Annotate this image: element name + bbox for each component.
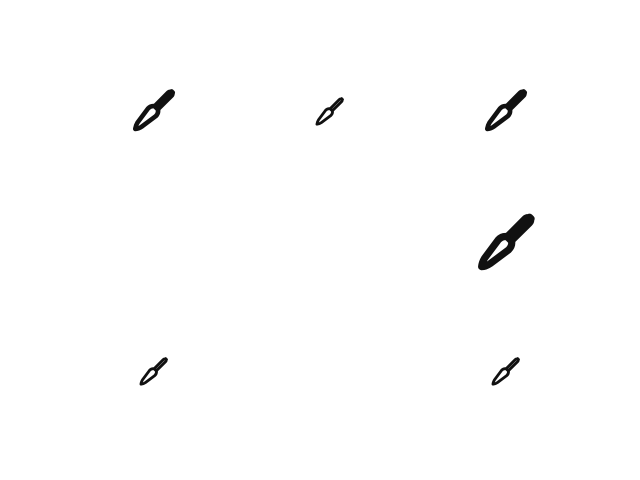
brush-icon [136,355,170,389]
brush-icon [488,355,522,389]
brush-icon [472,210,538,276]
brush-icon [128,86,178,136]
brush-icon [312,95,346,129]
brush-icon [480,86,530,136]
